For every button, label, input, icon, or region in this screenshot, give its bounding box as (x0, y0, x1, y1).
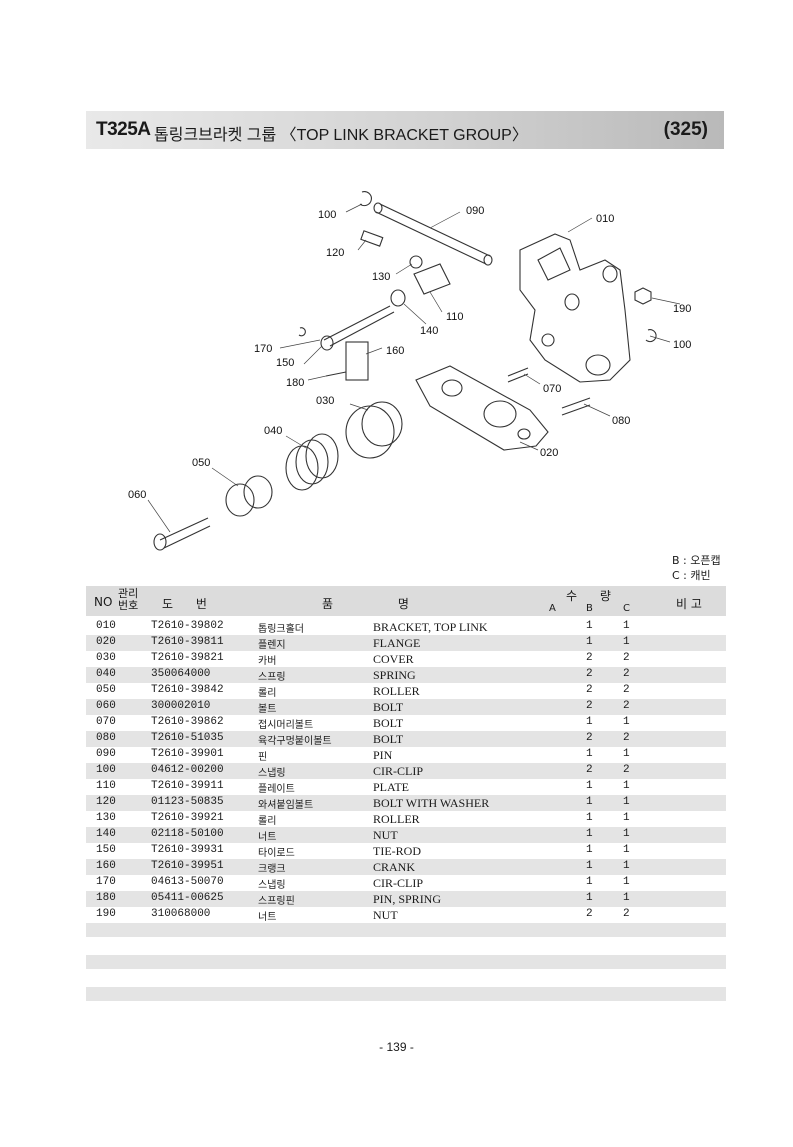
col-qty-b: B (586, 603, 593, 614)
diagram-label-040: 040 (264, 425, 282, 437)
legend-c: C : 캐빈 (672, 569, 711, 582)
diagram-label-010: 010 (596, 213, 614, 225)
empty-row-band (86, 987, 726, 1001)
diagram-label-090: 090 (466, 205, 484, 217)
diagram-label-100: 100 (318, 209, 336, 221)
exploded-parts-diagram: 100 090 010 120 130 110 140 190 100 170 … (128, 191, 691, 551)
diagram-label-120: 120 (326, 247, 344, 259)
col-quantity: 수 량 (566, 589, 611, 603)
col-mgmt-no: 관리 번호 (118, 587, 139, 612)
group-code: T325A (96, 119, 151, 140)
group-page-ref: (325) (663, 119, 708, 140)
col-part-name: 품 명 (322, 597, 409, 611)
col-no: NO (94, 595, 113, 609)
col-drawing-no: 도 번 (162, 597, 207, 611)
empty-row-band (86, 955, 726, 969)
diagram-label-070: 070 (543, 383, 561, 395)
diagram-label-060: 060 (128, 489, 146, 501)
diagram-label-140: 140 (420, 325, 438, 337)
diagram-label-110: 110 (446, 311, 464, 323)
diagram-label-170: 170 (254, 343, 272, 355)
group-header: T325A 톱링크브라켓 그룹 〈TOP LINK BRACKET GROUP〉… (86, 111, 724, 149)
diagram-label-190: 190 (673, 303, 691, 315)
diagram-label-180: 180 (286, 377, 304, 389)
diagram-label-050: 050 (192, 457, 210, 469)
col-qty-c: C (623, 603, 630, 614)
diagram-label-030: 030 (316, 395, 334, 407)
parts-table-header: NO 관리 번호 도 번 품 명 수 량 A B C 비 고 (86, 586, 726, 616)
col-remark: 비 고 (676, 597, 702, 611)
diagram-label-160: 160 (386, 345, 404, 357)
page-number: - 139 - (379, 1040, 414, 1054)
diagram-label-100b: 100 (673, 339, 691, 351)
diagram-label-080: 080 (612, 415, 630, 427)
empty-row-band (86, 923, 726, 937)
group-title: 톱링크브라켓 그룹 〈TOP LINK BRACKET GROUP〉 (154, 127, 528, 144)
legend-b: B : 오픈캡 (672, 554, 721, 567)
diagram-label-150: 150 (276, 357, 294, 369)
diagram-label-020: 020 (540, 447, 558, 459)
col-qty-a: A (549, 603, 556, 614)
diagram-label-130: 130 (372, 271, 390, 283)
